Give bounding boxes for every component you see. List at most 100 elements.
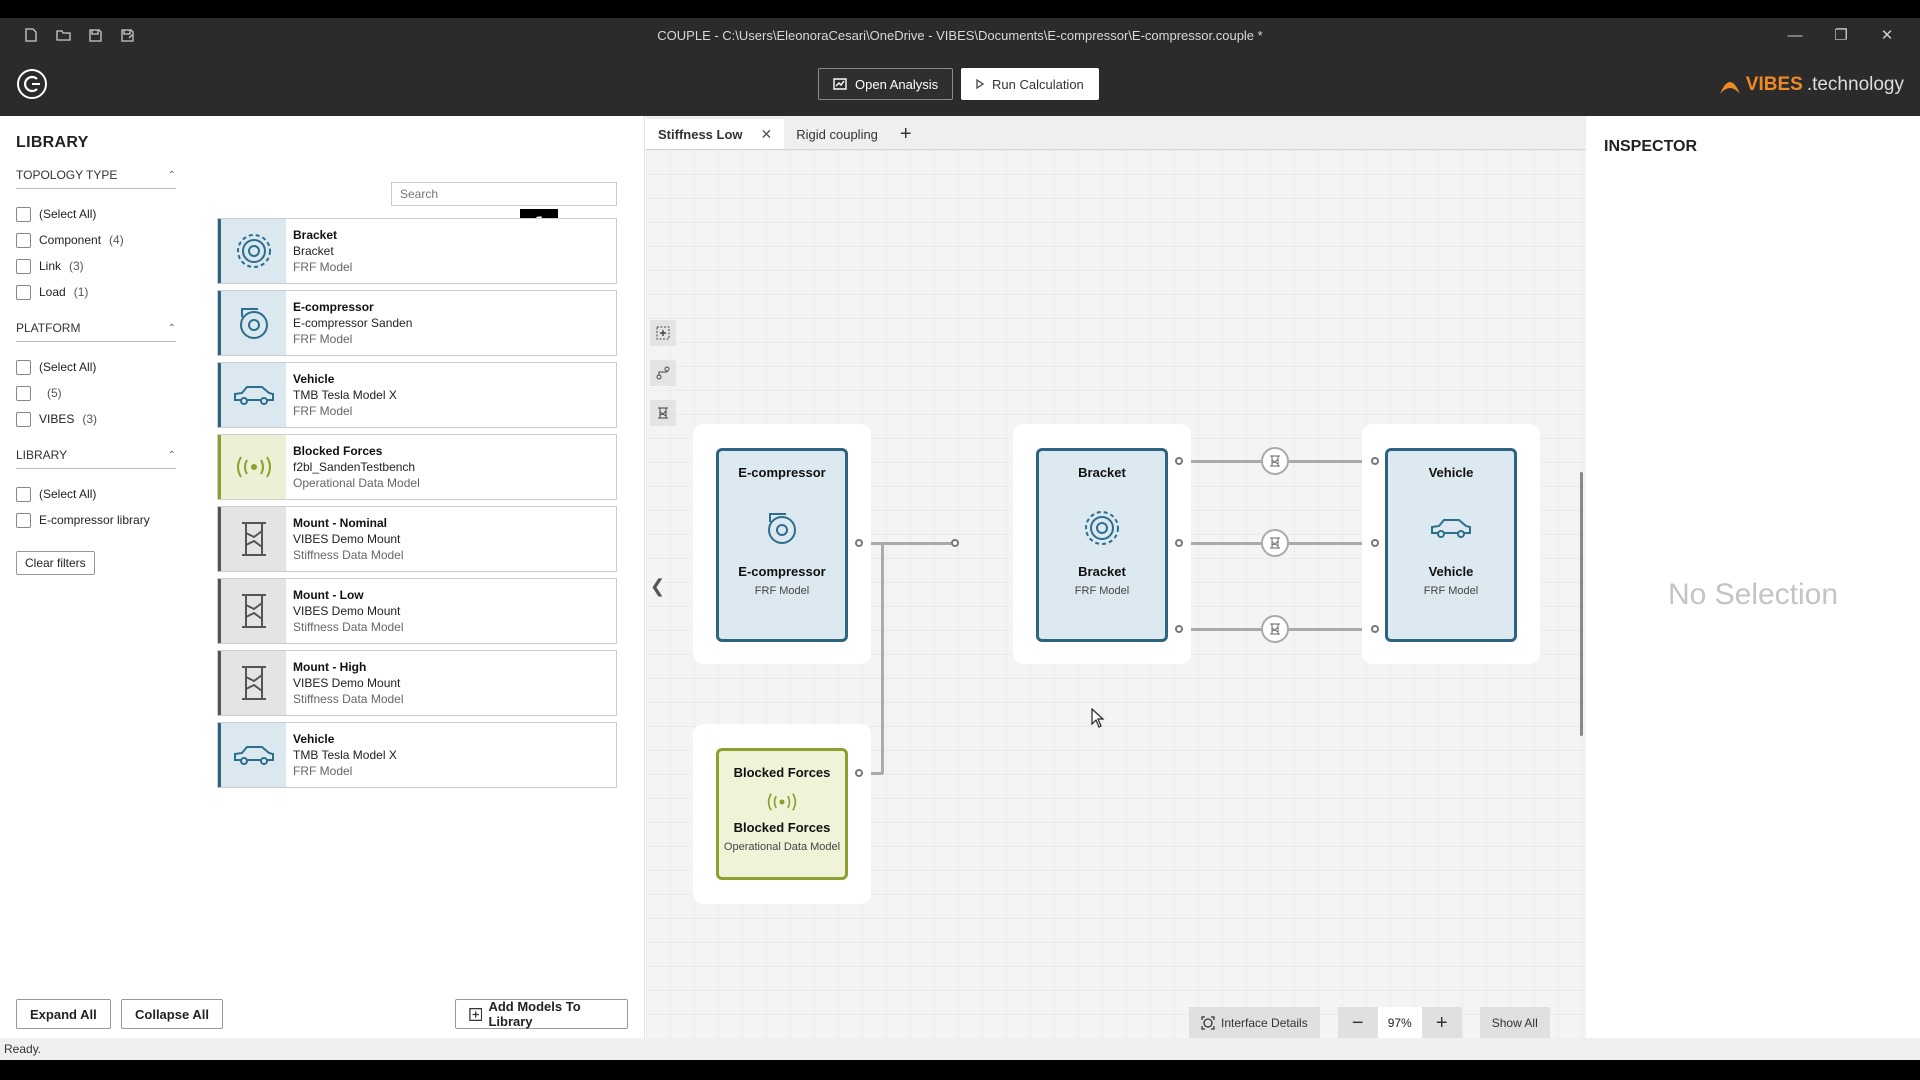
node-type: FRF Model xyxy=(754,585,810,597)
checkbox[interactable] xyxy=(16,411,31,427)
checkbox[interactable] xyxy=(16,359,31,375)
filter-option[interactable]: (Select All) xyxy=(16,481,186,507)
mount-tool-icon[interactable] xyxy=(650,400,676,426)
expand-all-button[interactable]: Expand All xyxy=(16,999,111,1029)
brand-sub: .technology xyxy=(1806,74,1904,95)
library-title: LIBRARY xyxy=(16,134,89,151)
model-name: Vehicle xyxy=(293,372,335,386)
port[interactable] xyxy=(855,539,863,547)
mount-link-icon[interactable] xyxy=(1261,447,1289,475)
interface-details-button[interactable]: Interface Details xyxy=(1189,1007,1320,1038)
brand-main: VIBES xyxy=(1745,74,1803,95)
model-subtitle: TMB Tesla Model X xyxy=(293,748,397,762)
new-file-icon[interactable] xyxy=(22,26,40,44)
open-analysis-button[interactable]: Open Analysis xyxy=(818,68,954,100)
compressor-icon xyxy=(218,291,286,355)
filter-option[interactable]: (5) xyxy=(16,380,186,406)
filter-option[interactable]: Load(1) xyxy=(16,279,186,305)
chevron-up-icon[interactable]: ⌃ xyxy=(167,169,176,181)
add-component-icon[interactable] xyxy=(650,320,676,346)
node-ecompressor[interactable]: E-compressor E-compressor FRF Model xyxy=(716,448,848,642)
collapse-all-button[interactable]: Collapse All xyxy=(121,999,223,1029)
port[interactable] xyxy=(1175,457,1183,465)
filter-count: (1) xyxy=(73,285,89,299)
play-icon xyxy=(976,79,984,89)
port[interactable] xyxy=(855,769,863,777)
filter-group-topology: TOPOLOGY TYPE ⌃ (Select All) Component(4… xyxy=(16,168,186,305)
checkbox[interactable] xyxy=(16,284,31,300)
filter-option[interactable]: VIBES(3) xyxy=(16,406,186,432)
port[interactable] xyxy=(1175,625,1183,633)
node-title: Blocked Forces xyxy=(733,765,831,780)
inspector-panel: INSPECTOR No Selection xyxy=(1586,116,1920,1038)
node-vehicle[interactable]: Vehicle Vehicle FRF Model xyxy=(1385,448,1517,642)
checkbox[interactable] xyxy=(16,206,31,222)
vibration-icon xyxy=(218,435,286,499)
mount-icon xyxy=(218,579,286,643)
node-bracket[interactable]: Bracket Bracket FRF Model xyxy=(1036,448,1168,642)
show-all-button[interactable]: Show All xyxy=(1479,1007,1550,1038)
filter-count: (3) xyxy=(82,412,98,426)
model-subtitle: f2bl_SandenTestbench xyxy=(293,460,416,474)
port[interactable] xyxy=(1371,539,1379,547)
collapse-library-icon[interactable]: ❮ xyxy=(650,576,666,596)
checkbox[interactable] xyxy=(16,512,31,528)
checkbox[interactable] xyxy=(16,232,31,248)
filter-header-platform[interactable]: PLATFORM ⌃ xyxy=(16,321,176,342)
chevron-up-icon[interactable]: ⌃ xyxy=(167,449,176,461)
filter-option[interactable]: Component(4) xyxy=(16,227,186,253)
model-subtitle: VIBES Demo Mount xyxy=(293,604,401,618)
checkbox[interactable] xyxy=(16,486,31,502)
app-window: COUPLE - C:\Users\EleonoraCesari\OneDriv… xyxy=(0,18,1920,1060)
port[interactable] xyxy=(1371,625,1379,633)
filter-option[interactable]: (Select All) xyxy=(16,201,186,227)
run-calculation-button[interactable]: Run Calculation xyxy=(961,68,1099,100)
mount-link-icon[interactable] xyxy=(1261,615,1289,643)
save-icon[interactable] xyxy=(86,26,104,44)
checkbox[interactable] xyxy=(16,258,31,274)
close-icon[interactable]: ✕ xyxy=(1880,27,1894,44)
zoom-out-button[interactable]: − xyxy=(1351,1011,1364,1034)
assembly-canvas[interactable]: ❮ E-compressor E-compressor FRF Model Br… xyxy=(646,150,1586,1038)
close-tab-icon[interactable]: ✕ xyxy=(760,125,773,142)
tab-rigid-coupling[interactable]: Rigid coupling xyxy=(784,119,890,149)
search-input[interactable] xyxy=(391,182,617,206)
port[interactable] xyxy=(1175,539,1183,547)
add-models-button[interactable]: Add Models To Library xyxy=(455,999,628,1029)
open-folder-icon[interactable] xyxy=(54,26,72,44)
connect-icon[interactable] xyxy=(650,360,676,386)
clear-filters-button[interactable]: Clear filters xyxy=(16,551,95,575)
port[interactable] xyxy=(1371,457,1379,465)
filter-label: Component xyxy=(39,233,102,247)
filter-label: (Select All) xyxy=(39,360,97,374)
filter-option[interactable]: Link(3) xyxy=(16,253,186,279)
port[interactable] xyxy=(951,539,959,547)
node-label: Blocked Forces xyxy=(733,820,831,835)
model-type: Operational Data Model xyxy=(293,476,420,490)
checkbox[interactable] xyxy=(16,385,31,401)
node-blocked-forces[interactable]: Blocked Forces Blocked Forces Operationa… xyxy=(716,748,848,880)
filter-option[interactable]: (Select All) xyxy=(16,354,186,380)
add-tab-icon[interactable]: + xyxy=(899,122,912,145)
tab-stiffness-low[interactable]: Stiffness Low ✕ xyxy=(646,119,785,149)
chevron-up-icon[interactable]: ⌃ xyxy=(167,322,176,334)
canvas-toolbar xyxy=(650,320,676,426)
open-analysis-label: Open Analysis xyxy=(855,76,939,92)
minimize-icon[interactable]: — xyxy=(1787,26,1803,44)
restore-icon[interactable]: ❐ xyxy=(1834,27,1848,44)
filter-header-topology[interactable]: TOPOLOGY TYPE ⌃ xyxy=(16,168,176,189)
save-as-icon[interactable] xyxy=(118,26,136,44)
filter-header-library[interactable]: LIBRARY ⌃ xyxy=(16,448,176,469)
mount-link-icon[interactable] xyxy=(1261,529,1289,557)
zoom-in-button[interactable]: + xyxy=(1435,1011,1448,1034)
vertical-scrollbar[interactable] xyxy=(1580,472,1583,736)
filter-option[interactable]: E-compressor library xyxy=(16,507,186,533)
